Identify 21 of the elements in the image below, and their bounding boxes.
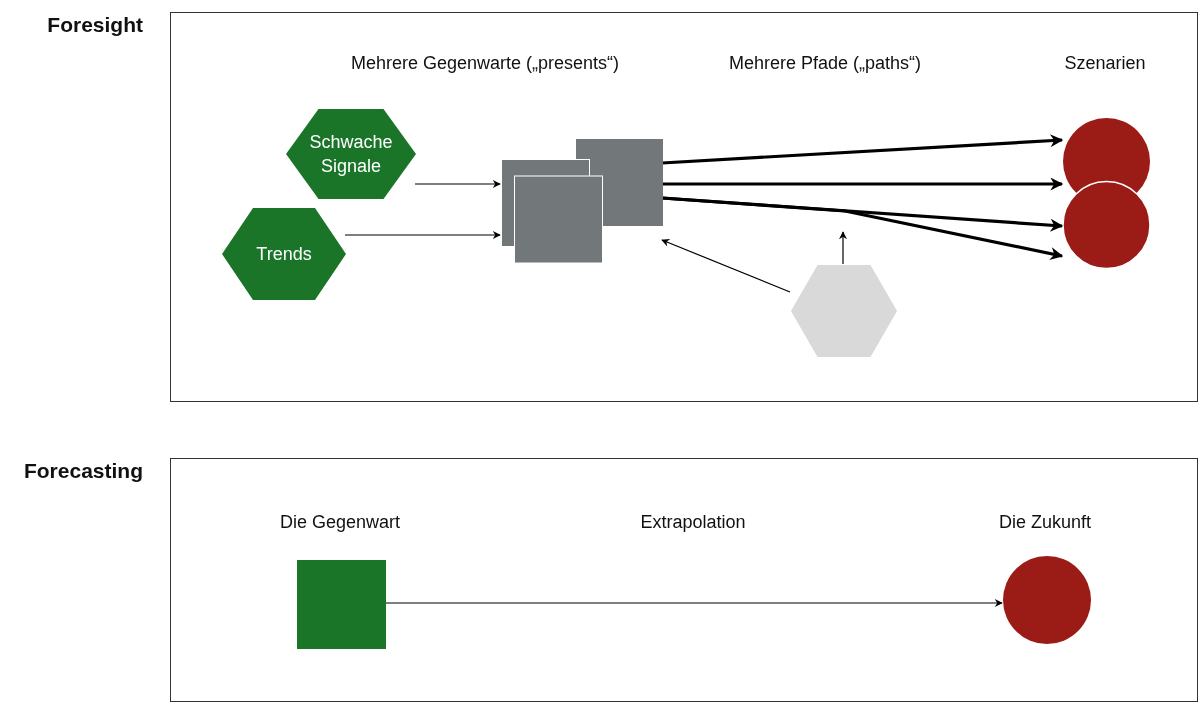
hexagon (222, 208, 346, 300)
stacked-squares-drawing (501, 139, 663, 263)
hexagon-label: Trends (255, 243, 313, 266)
panel-heading: Foresight (47, 12, 143, 38)
hexagon (791, 265, 897, 357)
arrow (344, 231, 501, 239)
column-heading: Die Zukunft (999, 510, 1091, 534)
arrow (662, 177, 1064, 191)
arrow (839, 231, 847, 265)
column-heading: Extrapolation (640, 510, 746, 534)
panel-heading: Forecasting (23, 458, 143, 484)
column-heading: Die Gegenwart (279, 510, 401, 534)
arrow (661, 239, 791, 293)
column-heading: Mehrere Gegenwarte („presents“) (350, 51, 620, 75)
hexagon (286, 109, 416, 199)
hexagon-label: Schwache Signale (308, 131, 394, 178)
column-heading: Szenarien (1064, 51, 1146, 75)
overlapping-circles-drawing (1063, 118, 1150, 269)
square (297, 560, 386, 649)
arrow (414, 180, 501, 188)
column-heading: Mehrere Pfade („paths“) (728, 51, 922, 75)
